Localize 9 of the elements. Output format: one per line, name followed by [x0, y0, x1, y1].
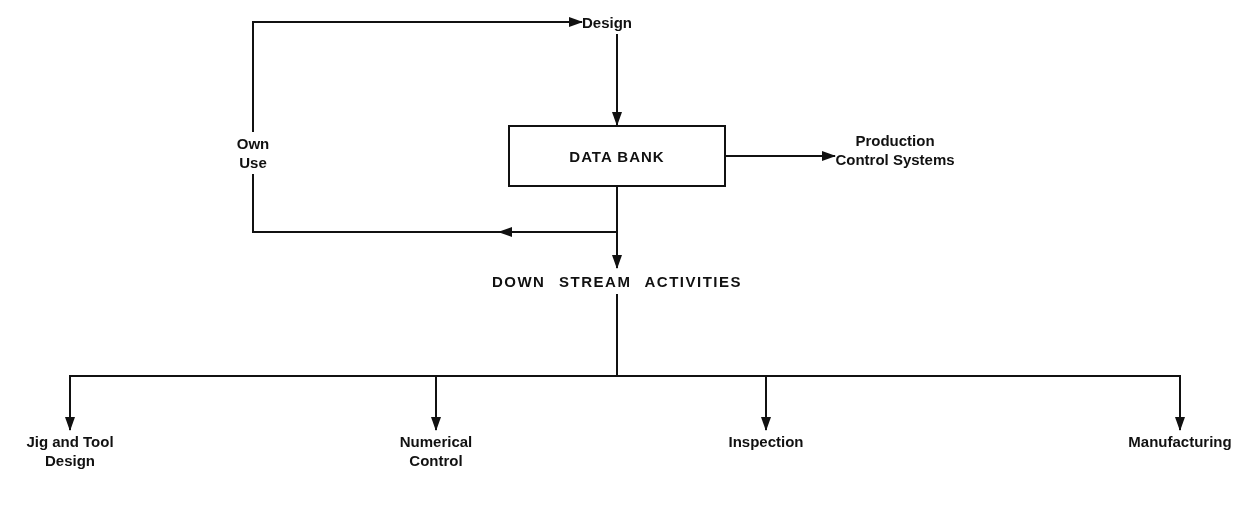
process-box — [508, 125, 726, 187]
node-label: Design — [582, 12, 632, 32]
node-label: Jig and Tool Design — [25, 432, 115, 470]
node-label: Numerical Control — [398, 432, 474, 470]
box-label: DATA BANK — [569, 146, 665, 166]
node-label: DOWN STREAM ACTIVITIES — [491, 271, 743, 291]
node-label: Production Control Systems — [835, 131, 955, 169]
node-label: Manufacturing — [1128, 431, 1232, 451]
node-label: Inspection — [728, 431, 804, 451]
